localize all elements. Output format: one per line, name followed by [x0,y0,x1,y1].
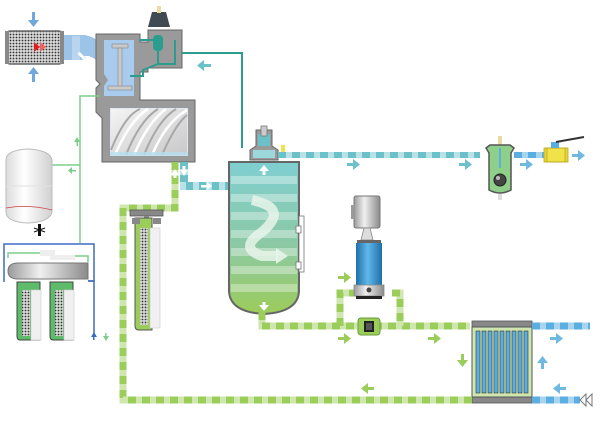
arrow-down-icon [103,333,109,341]
minimum-pressure-valve [249,125,285,161]
arrow-right-icon [347,159,360,170]
intake-filter [5,30,64,65]
arrow-down-right-icon [77,51,90,62]
flow-direction-icon [40,42,46,52]
arrow-right-icon [520,159,533,170]
water-separator [485,136,515,200]
oil-separator-vessel [228,161,305,316]
arrow-up-icon [74,137,80,146]
arrow-down-icon [457,354,468,367]
arrow-left-icon [197,60,211,71]
outlet-ball-valve [543,136,585,163]
water-control-line [79,95,100,243]
pump-motor [351,195,385,299]
arrow-right-icon [338,272,351,283]
solenoid-cap [148,12,170,27]
arrow-left-icon [553,383,566,394]
compressor-housing [95,29,196,163]
water-treatment-filters [3,243,109,341]
air-intake-arrows [28,12,39,82]
arrow-up-icon [28,67,39,82]
valve-handle[interactable] [555,136,585,143]
arrow-up-icon [259,165,269,175]
arrow-left-icon [68,167,76,174]
arrow-left-icon [361,383,374,394]
unloader-control [130,6,176,77]
flow-direction-icon [34,42,40,52]
connector-pin [157,6,161,13]
control-line [182,52,243,148]
water-inlet-connector-icon [579,392,593,408]
arrow-up-icon [91,332,97,340]
arrow-right-icon [459,159,472,170]
thermostatic-valve [357,317,381,336]
arrow-right-icon [428,333,441,344]
arrow-right-icon [338,333,351,344]
arrow-right-icon [201,182,212,190]
oil-filter [129,209,164,331]
arrow-down-icon [259,302,269,311]
oil-cooler [471,320,533,404]
arrow-down-icon [28,12,39,27]
expansion-tank [5,148,53,236]
arrow-down-icon [180,166,188,176]
arrow-up-icon [171,169,179,178]
screw-rotor-icon [110,107,188,156]
arrow-up-icon [537,356,548,369]
swirl-icon [245,195,279,261]
arrow-right-icon [572,150,585,161]
arrow-right-icon [550,333,563,344]
